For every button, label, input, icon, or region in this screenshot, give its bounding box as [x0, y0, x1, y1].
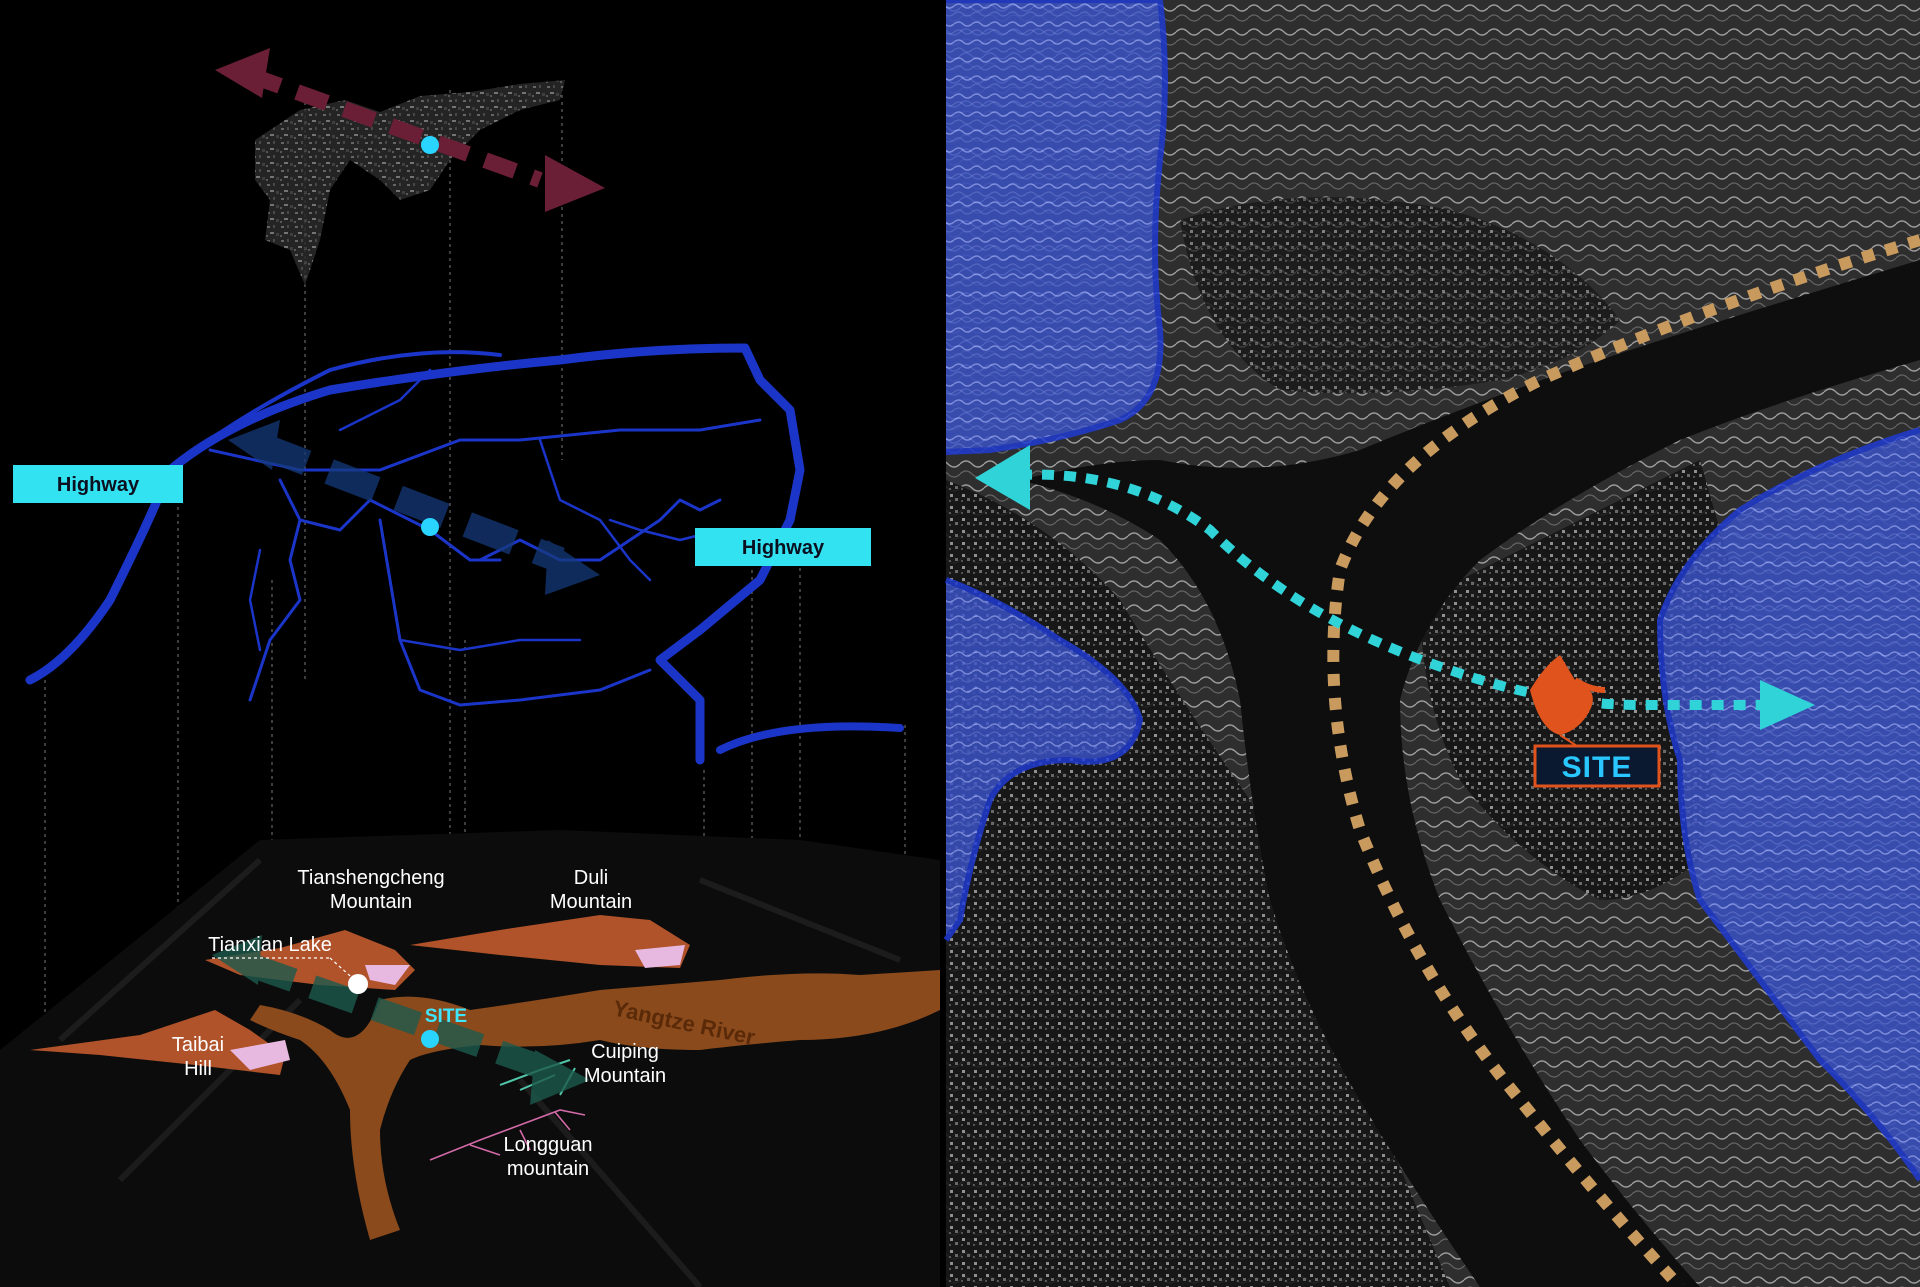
cuiping-label: Cuiping [591, 1041, 659, 1063]
city-silhouette [255, 80, 565, 285]
cuiping-label: Mountain [584, 1065, 666, 1087]
longguan-label: mountain [507, 1158, 589, 1180]
road-network [25, 343, 904, 765]
right-panel: SITE [943, 0, 1920, 1287]
blue-zone [945, 0, 1168, 455]
bottom-base-map [0, 830, 940, 1287]
direction-arrow-icon [215, 48, 605, 212]
site-label-large: SITE [1562, 751, 1633, 784]
site-dot-icon [421, 518, 439, 536]
highway-text: Highway [57, 474, 140, 496]
tianxian-lake-label: Tianxian Lake [208, 934, 332, 956]
highway-label-left: Highway [13, 465, 183, 503]
direction-arrow-icon [212, 935, 590, 1105]
highway-label-right: Highway [695, 528, 871, 566]
site-dot-icon [421, 136, 439, 154]
site-label-small: SITE [425, 1006, 467, 1027]
duli-label: Mountain [550, 891, 632, 913]
tianshengcheng-label: Tianshengcheng [297, 867, 444, 889]
mountain-icon [30, 1010, 290, 1075]
direction-arrow-icon [228, 420, 600, 595]
mountain-icon [410, 915, 690, 968]
site-marker: SITE [1530, 655, 1661, 788]
highway-text: Highway [742, 537, 825, 559]
mountain-icon [429, 1109, 586, 1161]
left-panel: Highway Highway Yangtze River [0, 0, 946, 1287]
lake-marker [348, 974, 368, 994]
river [1020, 260, 1920, 1287]
duli-label: Duli [574, 867, 608, 889]
longguan-label: Longguan [504, 1134, 593, 1156]
direction-arrow-icon [975, 445, 1815, 730]
blue-zone [943, 577, 1144, 942]
ring-road [1327, 234, 1920, 1287]
taibai-label: Hill [184, 1058, 212, 1080]
yangtze-river: Yangtze River [250, 970, 940, 1240]
taibai-label: Taibai [172, 1034, 224, 1056]
blue-zone [1656, 427, 1920, 1182]
tianshengcheng-label: Mountain [330, 891, 412, 913]
site-dot-icon [421, 1030, 439, 1048]
